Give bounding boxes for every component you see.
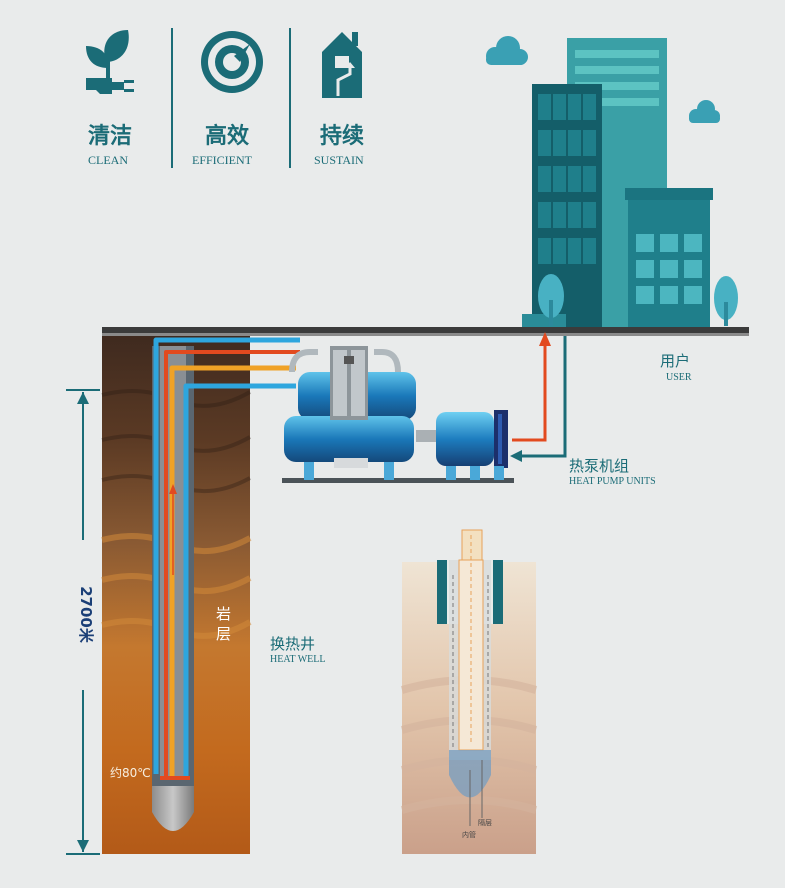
inset-well-section xyxy=(400,529,538,854)
temperature-label: 约80℃ xyxy=(110,766,151,780)
buildings xyxy=(522,38,713,330)
cloud-icon xyxy=(689,100,720,123)
feature-subtitle-efficient: EFFICIENT xyxy=(192,153,252,167)
feature-subtitle-clean: CLEAN xyxy=(88,153,128,167)
heat-pump-label: 热泵机组 xyxy=(569,457,630,475)
feature-title-clean: 清洁 xyxy=(88,124,133,149)
depth-dimension xyxy=(66,389,100,855)
warm-pipe xyxy=(169,365,296,776)
leaf-plug-icon xyxy=(86,30,134,94)
cloud-icon xyxy=(486,36,528,65)
drill-bit xyxy=(152,786,194,831)
feature-title-efficient: 高效 xyxy=(205,124,250,149)
inset-label-a: 隔层 xyxy=(478,819,492,827)
heat-pump-unit xyxy=(282,346,514,483)
heat-well-label: 换热井 xyxy=(270,635,316,653)
heat-well-label-en: HEAT WELL xyxy=(270,654,326,665)
rock-layer-label: 岩层 xyxy=(216,605,232,643)
user-label: 用户 xyxy=(660,352,691,370)
tree-icon xyxy=(538,274,564,326)
house-arrow-icon xyxy=(322,32,362,98)
cold-pipe xyxy=(153,337,300,780)
return-pipe xyxy=(516,336,567,458)
inset-label-b: 内管 xyxy=(462,831,476,839)
heat-pump-label-en: HEAT PUMP UNITS xyxy=(569,476,656,487)
ground-line xyxy=(102,327,749,333)
depth-label: 2700米 xyxy=(76,586,95,643)
feature-title-sustain: 持续 xyxy=(320,124,365,149)
tree-icon xyxy=(714,276,738,326)
user-label-en: USER xyxy=(666,372,692,383)
gauge-icon xyxy=(201,31,263,93)
hot-pipe xyxy=(164,350,300,776)
feature-subtitle-sustain: SUSTAIN xyxy=(314,153,364,167)
supply-pipe xyxy=(512,338,547,442)
